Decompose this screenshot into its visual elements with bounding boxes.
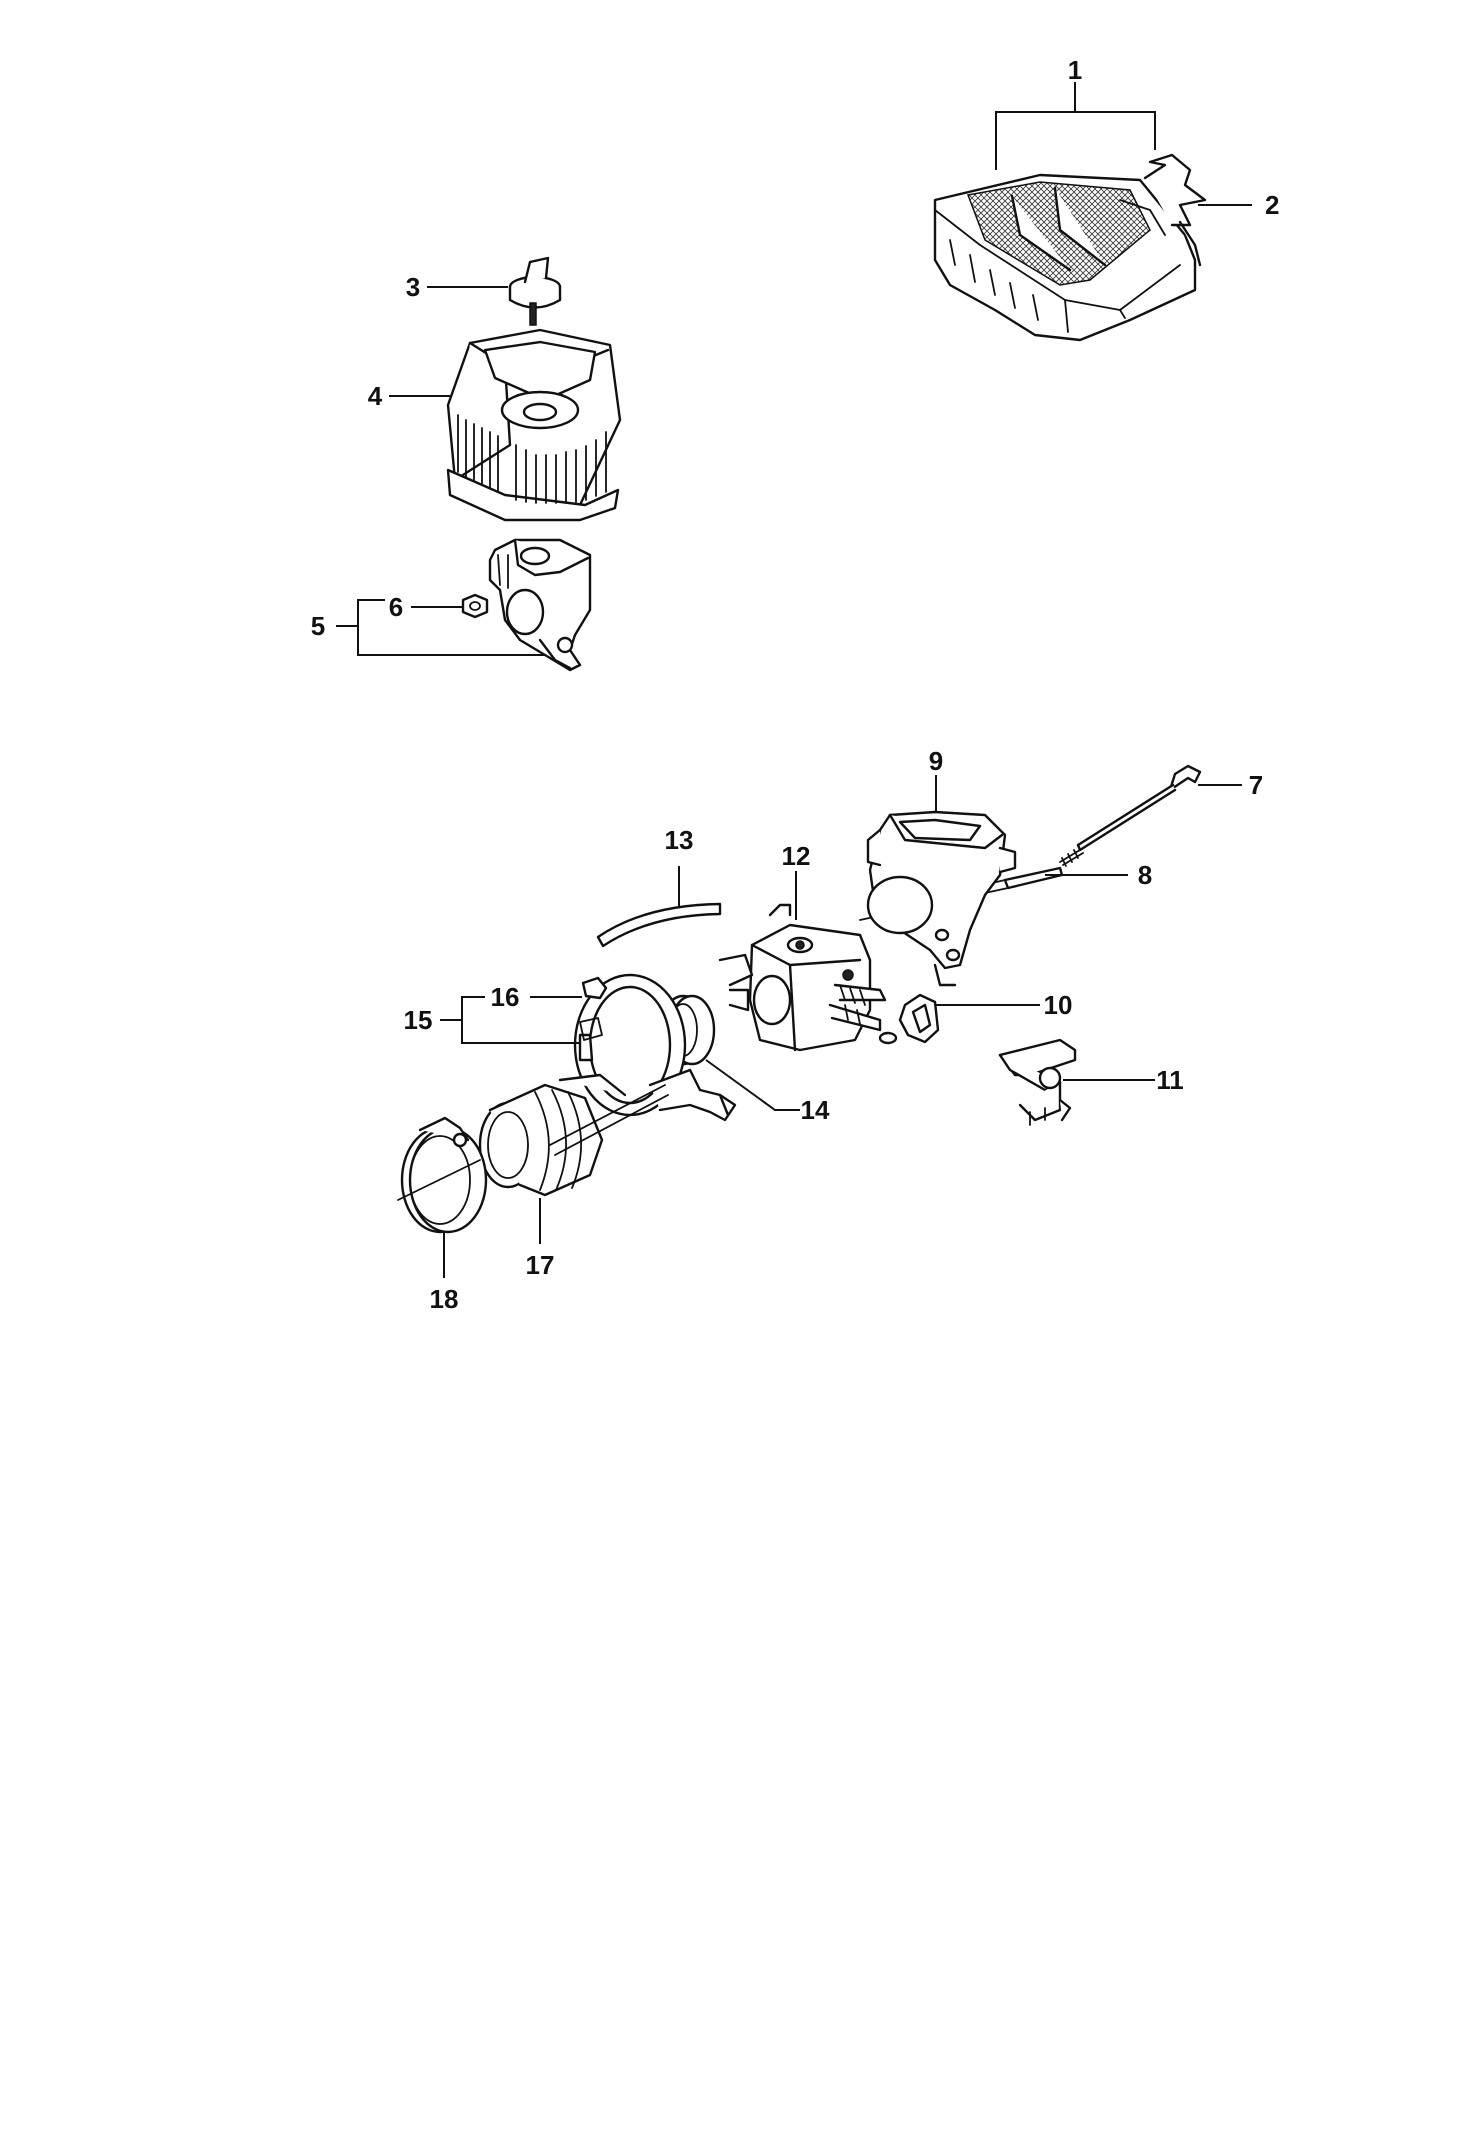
label-10: 10 [1044, 990, 1073, 1020]
callout-14: 14 [705, 1059, 830, 1125]
label-11: 11 [1156, 1065, 1184, 1095]
label-17: 17 [526, 1250, 555, 1280]
filter-holder [488, 538, 592, 672]
nut-6 [461, 593, 489, 619]
intake-boot-17 [478, 1073, 669, 1197]
label-16: 16 [491, 982, 520, 1012]
callout-13: 13 [665, 825, 694, 906]
label-9: 9 [929, 746, 943, 776]
label-6: 6 [389, 592, 403, 622]
air-filter [446, 328, 622, 522]
callout-1: 1 [995, 55, 1156, 170]
tube-13 [596, 902, 722, 948]
callout-12: 12 [782, 841, 811, 920]
choke-knob-10 [878, 993, 940, 1045]
intake-elbow-9 [866, 810, 1017, 987]
label-4: 4 [368, 381, 383, 411]
label-7: 7 [1249, 770, 1263, 800]
callout-7: 7 [1198, 770, 1263, 800]
label-13: 13 [665, 825, 694, 855]
label-12: 12 [782, 841, 811, 871]
callout-9: 9 [929, 746, 943, 812]
callout-8: 8 [1045, 860, 1152, 890]
carburetor-12 [718, 903, 887, 1052]
label-14: 14 [801, 1095, 830, 1125]
label-8: 8 [1138, 860, 1152, 890]
label-18: 18 [430, 1284, 459, 1314]
callout-10: 10 [936, 990, 1072, 1020]
hose-clamp-18 [397, 1116, 488, 1234]
callout-5: 5 [311, 599, 545, 656]
label-5: 5 [311, 611, 325, 641]
callout-15: 15 [404, 996, 580, 1044]
label-3: 3 [406, 272, 420, 302]
callout-17: 17 [526, 1198, 555, 1280]
callout-4: 4 [368, 381, 450, 411]
air-filter-cover [933, 153, 1207, 342]
label-15: 15 [404, 1005, 433, 1035]
callout-2: 2 [1198, 190, 1279, 220]
nut-16 [579, 976, 608, 1041]
callout-6: 6 [389, 592, 462, 622]
label-1: 1 [1068, 55, 1082, 85]
callout-3: 3 [406, 272, 508, 302]
label-2: 2 [1265, 190, 1279, 220]
callout-18: 18 [430, 1232, 459, 1314]
bolt-7 [1059, 764, 1202, 867]
callout-16: 16 [491, 982, 582, 1012]
air-filter-knob [508, 256, 562, 326]
support-11 [998, 1038, 1077, 1126]
callout-11: 11 [1063, 1065, 1184, 1095]
